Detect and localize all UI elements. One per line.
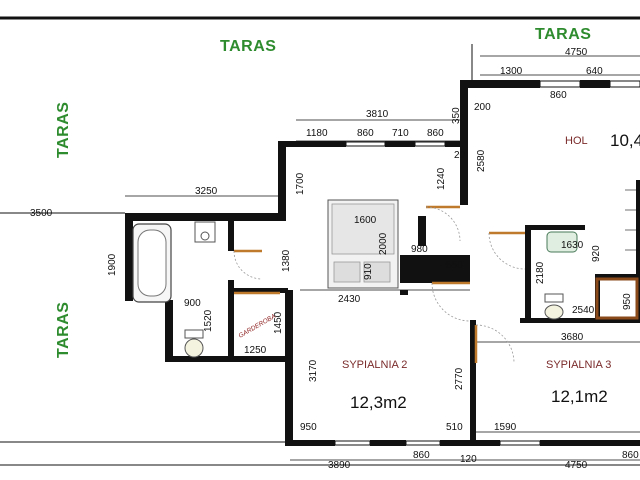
stairs — [625, 189, 640, 251]
dimension-label: 2430 — [338, 294, 361, 305]
room-area-hol: 10,4 — [610, 131, 640, 150]
dimension-label: 910 — [363, 263, 374, 280]
room-name-wardrobe: GARDEROBA — [238, 313, 277, 340]
dimension-label: 710 — [392, 128, 409, 139]
dimension-label: 1900 — [107, 253, 118, 276]
dimension-label: 1180 — [306, 128, 328, 139]
dimension-label: 1250 — [244, 345, 267, 356]
dimension-label: 200 — [474, 102, 491, 113]
dimension-label: 640 — [586, 66, 603, 77]
terrace-label: TARAS — [535, 26, 591, 43]
toilet-icon — [184, 329, 204, 358]
bed — [327, 199, 399, 289]
terrace-label: TARAS — [55, 102, 72, 158]
dimension-label: 1450 — [273, 311, 284, 334]
dimension-lines — [125, 55, 640, 461]
dimension-label: 1630 — [561, 240, 584, 251]
room-name-bedroom2: SYPIALNIA 2 — [342, 359, 407, 371]
dimension-label: 1700 — [295, 172, 306, 195]
dimension-label: 20 — [454, 150, 466, 161]
dimension-label: 900 — [184, 298, 201, 309]
dimension-label: 550 — [446, 260, 463, 271]
terrace-label: TARAS — [220, 38, 276, 55]
windows — [334, 80, 640, 446]
room-area-bedroom3: 12,1m2 — [551, 387, 608, 406]
dimension-label: 1300 — [500, 66, 523, 77]
room-name-bedroom3: SYPIALNIA 3 — [546, 359, 611, 371]
dimension-label: 2180 — [535, 261, 546, 284]
dimension-label: 950 — [622, 293, 633, 310]
bathtub — [132, 223, 172, 303]
dimension-label: 1380 — [281, 249, 292, 272]
dimension-label: 3810 — [366, 109, 389, 120]
dimension-label: 120 — [460, 454, 477, 465]
dimension-label: 980 — [411, 244, 428, 255]
dimension-label: 3500 — [30, 208, 53, 219]
dimension-label: 920 — [591, 245, 602, 262]
dimension-label: 3250 — [195, 186, 218, 197]
dimension-label: 950 — [300, 422, 317, 433]
dimension-label: 4750 — [565, 460, 588, 471]
dimension-label: 1520 — [203, 309, 214, 332]
room-area-bedroom2: 12,3m2 — [350, 393, 407, 412]
doors — [233, 205, 526, 364]
dimension-label: 860 — [427, 128, 444, 139]
dimension-label: 350 — [451, 107, 462, 124]
dimension-label: 1240 — [436, 167, 447, 190]
dimension-label: 1590 — [494, 422, 517, 433]
dimension-label: 3170 — [308, 359, 319, 382]
shower-box — [595, 277, 639, 320]
dimension-label: 2580 — [476, 149, 487, 172]
dimension-label: 860 — [413, 450, 430, 461]
dimension-label: 510 — [446, 422, 463, 433]
sink-icon — [546, 231, 578, 253]
dimension-label: 2770 — [454, 367, 465, 390]
dimension-label: 1600 — [354, 215, 377, 226]
dimension-label: 3680 — [561, 332, 584, 343]
toilet-icon — [544, 293, 564, 320]
dimension-label: 860 — [550, 90, 567, 101]
sink-icon — [194, 221, 216, 243]
terrace-label: TARAS — [55, 302, 72, 358]
room-name-hol: HOL — [565, 135, 588, 147]
dimension-label: 3890 — [328, 460, 351, 471]
dimension-label: 4750 — [565, 47, 588, 58]
dimension-label: 860 — [357, 128, 374, 139]
dimension-label: 860 — [622, 450, 639, 461]
dimension-label: 2540 — [572, 305, 595, 316]
dimension-label: 2000 — [378, 232, 389, 255]
